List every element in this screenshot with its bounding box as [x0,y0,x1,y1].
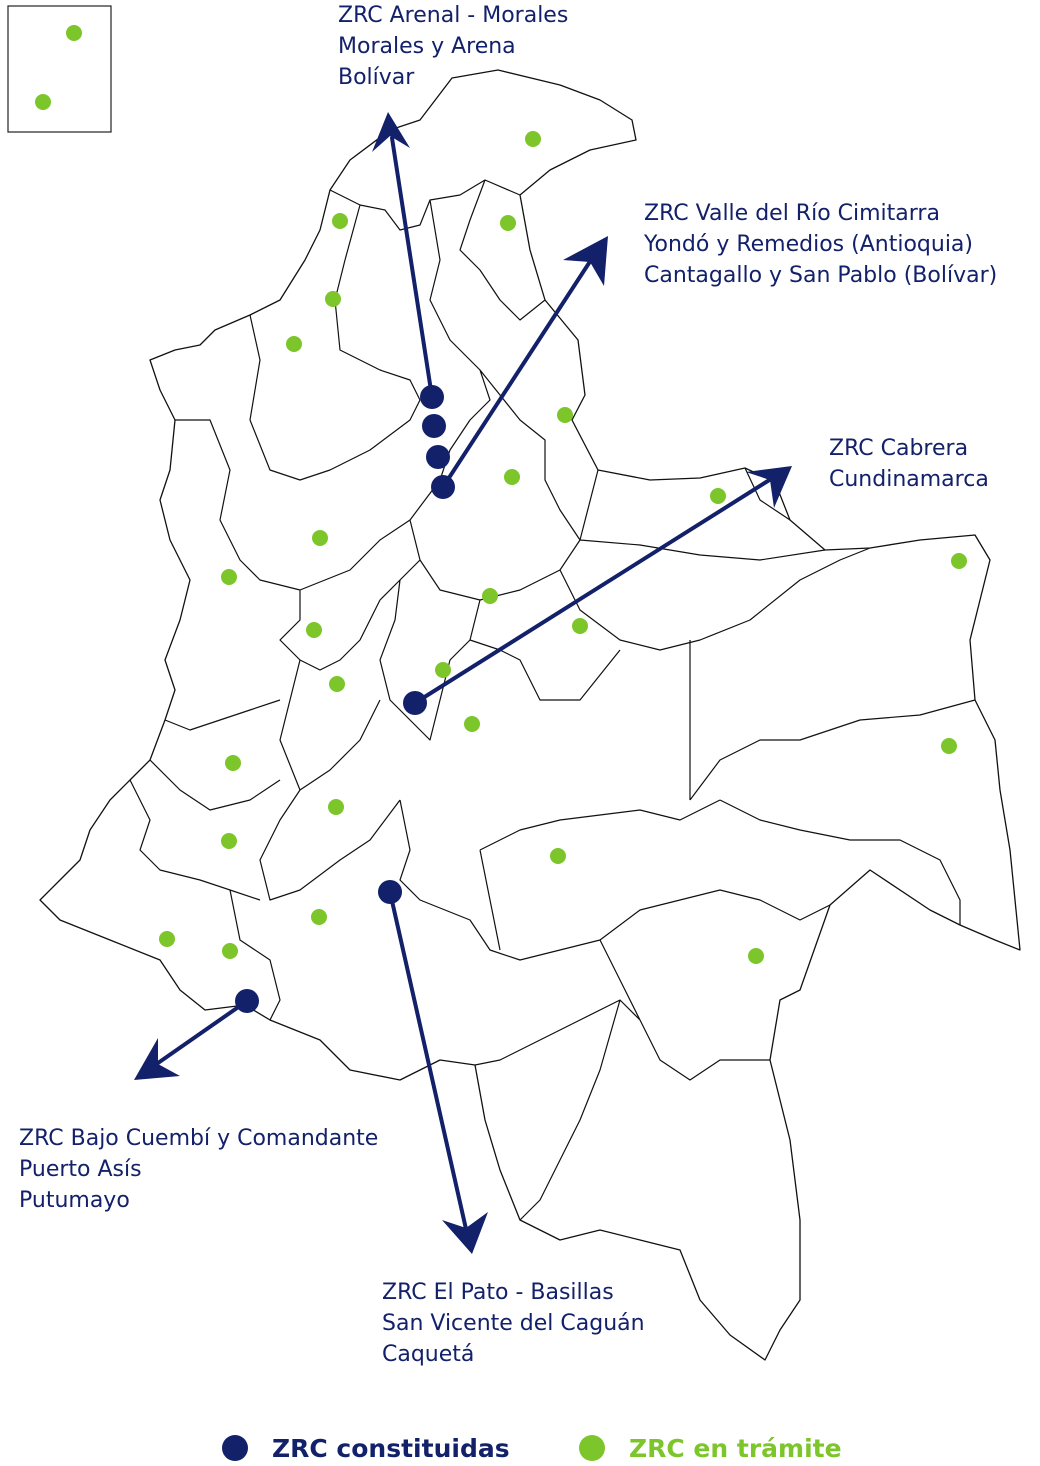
marker-tramite [951,553,967,569]
marker-tramite [311,909,327,925]
arrowhead-pato [442,1212,488,1254]
in-process-markers [35,25,967,964]
label-line: Puerto Asís [19,1157,142,1182]
label-line: ZRC Valle del Río Cimitarra [644,201,940,226]
marker-tramite [710,488,726,504]
marker-tramite [464,716,480,732]
marker-tramite [748,948,764,964]
label-cabrera: ZRC Cabrera Cundinamarca [829,433,989,495]
marker-tramite [225,755,241,771]
label-line: Morales y Arena [338,34,516,59]
marker-tramite [504,469,520,485]
marker-tramite [159,931,175,947]
marker-tramite [328,799,344,815]
label-cimitarra: ZRC Valle del Río Cimitarra Yondó y Reme… [644,198,997,291]
arrow-cuembi [156,999,249,1065]
arrowhead-cimitarra [563,236,608,286]
label-line: Cantagallo y San Pablo (Bolívar) [644,263,998,288]
marker-tramite [35,94,51,110]
label-line: ZRC El Pato - Basillas [382,1280,614,1305]
san-andres-inset [7,5,112,133]
label-line: Caquetá [382,1342,475,1367]
arrowhead-arenal [372,112,410,152]
marker-tramite [332,213,348,229]
legend-in-process: ZRC en trámite [579,1430,842,1466]
arrow-pato [388,890,468,1231]
label-line: San Vicente del Caguán [382,1311,645,1336]
marker-tramite [286,336,302,352]
arrowhead-cuembi [134,1038,180,1080]
legend-in-process-label: ZRC en trámite [629,1433,842,1463]
legend-in-process-swatch [579,1435,605,1461]
marker-tramite [941,738,957,754]
label-line: ZRC Bajo Cuembí y Comandante [19,1126,379,1151]
label-line: Putumayo [19,1188,130,1213]
marker-tramite [525,131,541,147]
label-line: ZRC Arenal - Morales [338,3,569,28]
department-borders [129,179,976,1221]
country-outline [39,69,1021,1361]
marker-tramite [325,291,341,307]
marker-tramite [222,943,238,959]
marker-tramite [550,848,566,864]
marker-tramite [66,25,82,41]
arrowhead-cabrera [746,466,792,508]
label-line: Bolívar [338,65,415,90]
label-arenal: ZRC Arenal - Morales Morales y Arena Bol… [338,0,568,93]
label-pato: ZRC El Pato - Basillas San Vicente del C… [382,1277,645,1370]
arrow-arenal [390,136,434,399]
marker-tramite [557,407,573,423]
label-line: ZRC Cabrera [829,436,969,461]
legend-constituted: ZRC constituidas [222,1430,510,1466]
legend-constituted-swatch [222,1435,248,1461]
marker-tramite [435,662,451,678]
callout-arrows [134,112,792,1254]
marker-tramite [312,530,328,546]
label-line: Yondó y Remedios (Antioquia) [644,232,974,257]
label-line: Cundinamarca [829,467,989,492]
marker-tramite [482,588,498,604]
arrow-cabrera [413,477,773,705]
marker-tramite [221,833,237,849]
marker-tramite [572,618,588,634]
marker-tramite [329,676,345,692]
label-cuembi: ZRC Bajo Cuembí y Comandante Puerto Asís… [19,1123,378,1216]
marker-tramite [500,215,516,231]
marker-arenal-3 [426,445,450,469]
arrow-cimitarra [441,258,593,489]
legend-constituted-label: ZRC constituidas [272,1433,510,1463]
marker-arenal-2 [422,414,446,438]
marker-tramite [306,622,322,638]
marker-tramite [221,569,237,585]
